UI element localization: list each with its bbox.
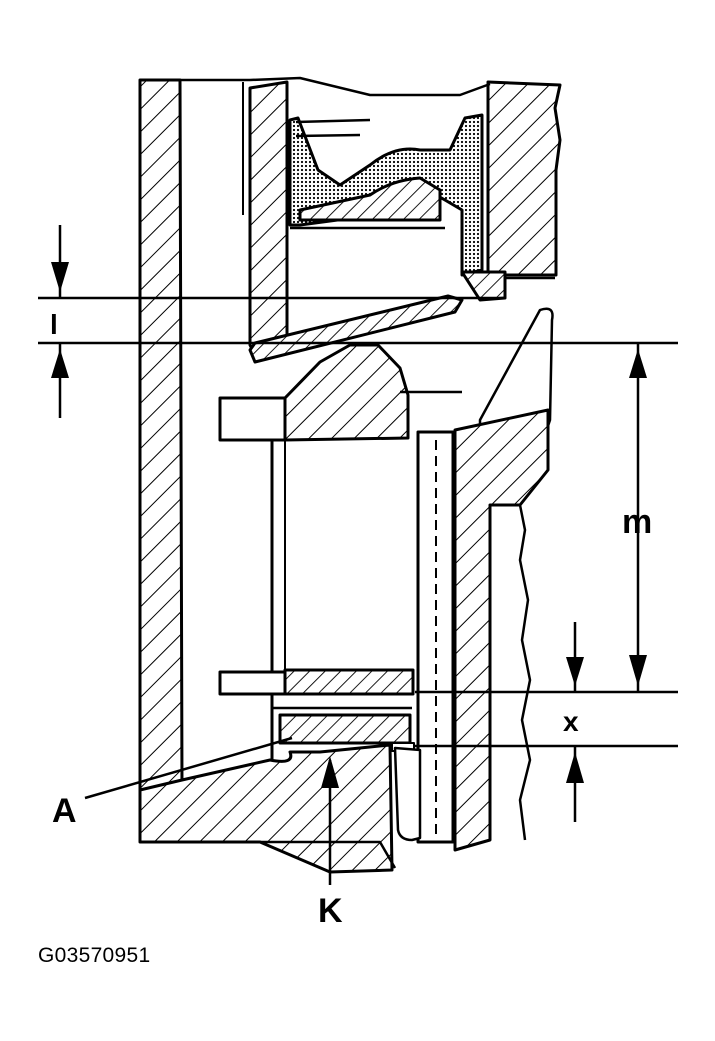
sleeve — [248, 80, 289, 358]
piston-stub — [218, 396, 287, 442]
right-stator-wall — [453, 408, 550, 852]
label-l: l — [50, 309, 58, 340]
lower-plate — [278, 713, 412, 745]
upper-shim — [283, 668, 415, 696]
label-K: K — [318, 892, 343, 930]
upper-right-body — [486, 80, 562, 277]
left-housing-wall — [138, 78, 184, 802]
label-x: x — [563, 706, 579, 737]
label-A: A — [52, 792, 77, 830]
piston — [283, 343, 410, 442]
label-m: m — [622, 503, 652, 541]
figure-id: G03570951 — [38, 944, 151, 967]
